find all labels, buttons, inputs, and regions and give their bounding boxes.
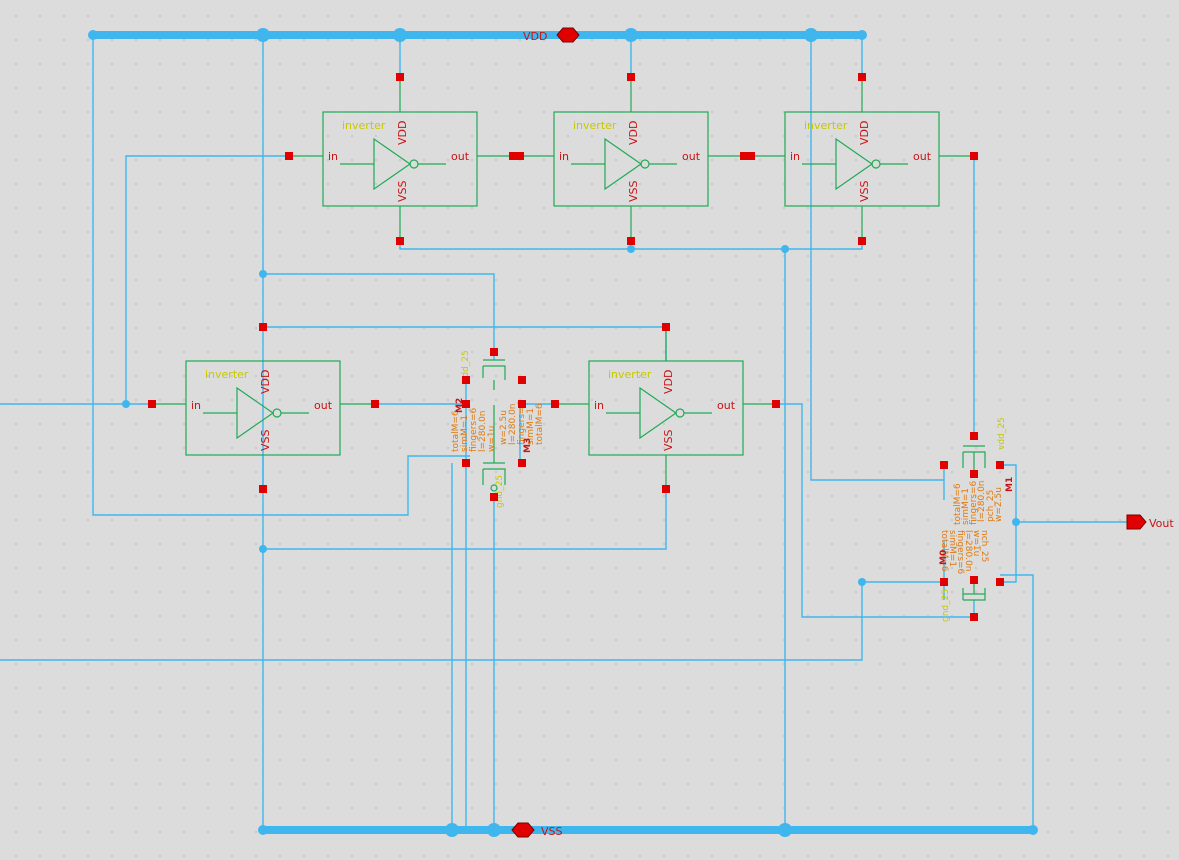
pins[interactable]: [148, 73, 1004, 621]
vdd-net-label: VDD: [523, 30, 547, 43]
svg-text:fingers=6: fingers=6: [969, 480, 979, 525]
svg-text:w=1u: w=1u: [487, 426, 497, 452]
pin-label-in: in: [790, 150, 800, 163]
cell-name-label: inverter: [804, 119, 848, 132]
inverter-bubble-icon: [640, 159, 650, 169]
svg-text:totalM=6: totalM=6: [451, 410, 461, 452]
junctions: [88, 28, 1038, 837]
inverter-bubble-icon: [871, 159, 881, 169]
pin-label-out: out: [451, 150, 470, 163]
pin-label-vdd: VDD: [858, 121, 871, 145]
vout-net-label: Vout: [1149, 517, 1174, 530]
inverter-bubble-icon: [409, 159, 419, 169]
svg-text:fingers=6: fingers=6: [955, 530, 965, 575]
pin-label-out: out: [682, 150, 701, 163]
pin-label-vdd: VDD: [259, 370, 272, 394]
transistor-m1-props: totalM=6 simM=1 fingers=6 l=280.0n pch_2…: [953, 417, 1015, 525]
pin-label-vss: VSS: [259, 429, 272, 451]
svg-text:simM=1: simM=1: [526, 408, 536, 445]
cell-name-label: inverter: [342, 119, 386, 132]
bulk-label-m1: vdd_25: [997, 417, 1007, 450]
svg-text:simM=1: simM=1: [460, 415, 470, 452]
instance-label-m2: M2: [455, 398, 465, 413]
svg-text:l=280.0n: l=280.0n: [977, 480, 987, 522]
svg-text:nch_25: nch_25: [979, 530, 989, 562]
svg-text:pch_25: pch_25: [986, 490, 996, 522]
instance-label-m3: M3: [523, 438, 533, 453]
instance-label-m0: M0: [939, 550, 949, 565]
svg-text:l=280.0n: l=280.0n: [478, 410, 488, 452]
pin-label-vss: VSS: [396, 180, 409, 202]
bulk-label-m2: vdd_25: [461, 350, 471, 383]
pin-label-vdd: VDD: [662, 370, 675, 394]
inverter-bubble-icon: [675, 408, 685, 418]
inverter-instance[interactable]: inverter in out VDD VSS: [523, 77, 740, 241]
pin-label-out: out: [913, 150, 932, 163]
pin-label-vss: VSS: [627, 180, 640, 202]
vdd-port-icon: [556, 27, 580, 43]
svg-text:fingers=6: fingers=6: [469, 407, 479, 452]
cell-name-label: inverter: [205, 368, 249, 381]
vss-net-label: VSS: [541, 825, 563, 838]
inverter-instance[interactable]: inverter in out VDD VSS: [554, 327, 776, 489]
svg-text:fingers=6: fingers=6: [517, 400, 527, 445]
instance-label-m1: M1: [1005, 477, 1015, 492]
cell-name-label: inverter: [608, 368, 652, 381]
transistor-m0-props: totalM=6 simM=1 fingers=6 l=280.0n w=1u …: [939, 530, 989, 622]
svg-text:w=2.5u: w=2.5u: [499, 410, 509, 445]
pin-label-in: in: [328, 150, 338, 163]
transistor-m3-props: w=2.5u l=280.0n fingers=6 simM=1 totalM=…: [495, 400, 545, 508]
vss-port-icon: [511, 822, 535, 838]
pin-label-in: in: [191, 399, 201, 412]
pin-label-vss: VSS: [662, 429, 675, 451]
bulk-label-m3: gnd_25: [495, 475, 505, 508]
pin-label-out: out: [314, 399, 333, 412]
pin-label-in: in: [559, 150, 569, 163]
svg-text:simM=1: simM=1: [961, 488, 971, 525]
pin-label-out: out: [717, 399, 736, 412]
inverter-instance[interactable]: inverter in out VDD VSS: [152, 360, 375, 456]
vout-port-icon: [1126, 514, 1147, 530]
transistor-m2-m3[interactable]: [482, 359, 506, 492]
transistor-m0-m1[interactable]: [962, 445, 986, 601]
vss-port[interactable]: VSS: [511, 822, 563, 838]
svg-text:w=1u: w=1u: [971, 530, 981, 556]
transistor-m2-props: totalM=6 simM=1 fingers=6 l=280.0n w=1u …: [451, 350, 497, 452]
svg-text:l=280.0n: l=280.0n: [508, 403, 518, 445]
svg-text:l=280.0n: l=280.0n: [963, 530, 973, 572]
cell-name-label: inverter: [573, 119, 617, 132]
pin-label-vdd: VDD: [396, 121, 409, 145]
pin-label-vss: VSS: [858, 180, 871, 202]
pin-label-vdd: VDD: [627, 121, 640, 145]
vout-port[interactable]: Vout: [1126, 514, 1174, 530]
inverter-instance[interactable]: inverter in out VDD VSS: [289, 77, 509, 241]
svg-text:totalM=6: totalM=6: [535, 403, 545, 445]
svg-text:totalM=6: totalM=6: [953, 483, 963, 525]
svg-text:totalM=6: totalM=6: [939, 530, 949, 572]
inverter-bubble-icon: [272, 408, 282, 418]
inverter-instance[interactable]: inverter in out VDD VSS: [754, 77, 974, 241]
svg-text:simM=1: simM=1: [947, 530, 957, 567]
svg-text:w=2.5u: w=2.5u: [994, 487, 1004, 522]
vdd-port[interactable]: VDD: [523, 27, 580, 43]
bulk-label-m0: gnd_25: [941, 589, 951, 622]
pin-label-in: in: [594, 399, 604, 412]
